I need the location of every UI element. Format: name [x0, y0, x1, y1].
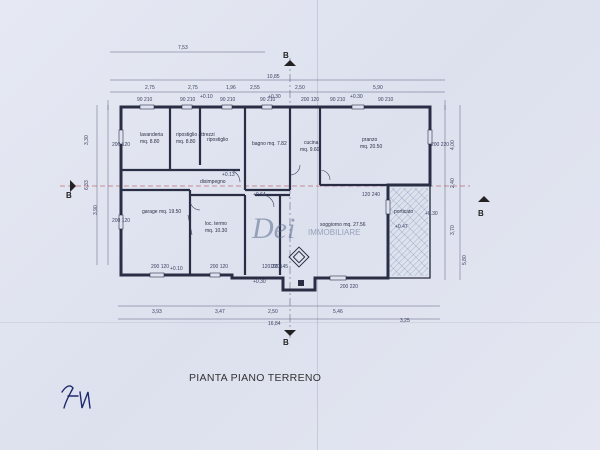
- opening-12: 120 220: [262, 264, 280, 270]
- dim-top-overall-left: 7,53: [178, 45, 188, 51]
- level-5: +0.64: [253, 192, 266, 198]
- opening-4: 90 210: [220, 97, 236, 103]
- dim-left-2: 6,33: [84, 180, 90, 190]
- opening-9: 200 220: [431, 142, 449, 148]
- section-mark-top: B: [283, 51, 289, 60]
- level-7: +0.30: [425, 211, 438, 217]
- level-8: +0.10: [170, 266, 183, 272]
- opening-8: 200 120: [112, 218, 130, 224]
- dim-right-1: 4,00: [450, 140, 456, 150]
- section-arrow-left: [70, 180, 76, 192]
- section-mark-bottom: B: [283, 338, 289, 347]
- dim-top-2: 2,75: [188, 85, 198, 91]
- opening-2: 90 210: [137, 97, 153, 103]
- opening-7: 90 210: [378, 97, 394, 103]
- dim-top-1: 2,75: [145, 85, 155, 91]
- opening-14: 200 120: [301, 97, 319, 103]
- dim-top-5: 2,50: [295, 85, 305, 91]
- dim-left-3: 3,90: [93, 205, 99, 215]
- opening-11: 200 120: [210, 264, 228, 270]
- dim-right-2: 2,40: [450, 178, 456, 188]
- room-label-ripostiglio: ripostiglio: [207, 137, 228, 143]
- room-label-pranzo: pranzo: [362, 137, 378, 143]
- opening-3: 90 210: [180, 97, 196, 103]
- interior-walls: [121, 107, 388, 275]
- signature: [61, 385, 91, 409]
- opening-13: 200 220: [340, 284, 358, 290]
- room-label-disimpegno: disimpegno: [200, 179, 226, 185]
- dim-bottom-2: 3,47: [215, 309, 225, 315]
- section-arrow-top: [284, 60, 296, 66]
- dim-top-6: 5,90: [373, 85, 383, 91]
- opening-1: 200 120: [112, 142, 130, 148]
- porch-hatch-cross: [390, 188, 428, 276]
- section-mark-right: B: [478, 209, 484, 218]
- watermark-subtitle: IMMOBILIARE: [308, 228, 360, 237]
- level-6: +0.47: [395, 224, 408, 230]
- level-4: +0.13: [222, 172, 235, 178]
- room-label-bagno: bagno mq. 7.82: [252, 141, 287, 147]
- section-mark-left: B: [66, 191, 72, 200]
- opening-6: 90 210: [330, 97, 346, 103]
- level-9: +0.30: [253, 279, 266, 285]
- level-1: +0.10: [200, 94, 213, 100]
- room-label-ripostiglio-attrezzi: ripostiglio attrezzi: [176, 132, 215, 138]
- section-arrow-bottom: [284, 330, 296, 336]
- section-line: [60, 58, 490, 340]
- opening-15: 100 145: [270, 264, 288, 270]
- watermark-logo: Dei IMMOBILIARE: [251, 212, 360, 245]
- level-3: +0.30: [350, 94, 363, 100]
- dim-bottom-3: 2,50: [268, 309, 278, 315]
- dimension-lines: [96, 51, 461, 320]
- paper-fold-vertical: [317, 0, 318, 450]
- opening-5: 90 210: [260, 97, 276, 103]
- room-area-lavanderia: mq. 8.80: [140, 139, 160, 145]
- dim-top-overall: 10,85: [267, 74, 280, 80]
- dim-bottom-1: 3,93: [152, 309, 162, 315]
- room-label-lavanderia: lavanderia: [140, 132, 163, 138]
- drawing-title: PIANTA PIANO TERRENO: [189, 372, 322, 384]
- room-label-loc-termo: loc. termo: [205, 221, 227, 227]
- dim-top-3: 1,96: [226, 85, 236, 91]
- paper-fold-horizontal: [0, 322, 600, 323]
- level-2: +0.30: [268, 94, 281, 100]
- fireplace: [288, 246, 310, 268]
- room-area-cucina: mq. 9.60: [300, 147, 320, 153]
- opening-16: 120 240: [362, 192, 380, 198]
- dim-bottom-5: 3,25: [400, 318, 410, 324]
- dim-bottom-overall: 16,84: [268, 321, 281, 327]
- room-area-ripostiglio-attrezzi: mq. 8.80: [176, 139, 196, 145]
- dim-top-4: 2,55: [250, 85, 260, 91]
- dim-left-1: 3,30: [84, 135, 90, 145]
- room-label-soggiorno: soggiorno mq. 27.56: [320, 222, 366, 228]
- porch-outline: [388, 184, 431, 279]
- room-area-pranzo: mq. 20.50: [360, 144, 382, 150]
- door-swings: [189, 164, 331, 211]
- watermark-brand: Dei: [251, 212, 295, 245]
- room-label-porticato: porticato: [394, 209, 413, 215]
- column: [298, 280, 304, 286]
- section-arrow-right: [478, 196, 490, 202]
- dim-right-3: 5,80: [462, 255, 468, 265]
- room-label-garage: garage mq. 19.50: [142, 209, 181, 215]
- room-area-loc-termo: mq. 10.30: [205, 228, 227, 234]
- dim-bottom-4: 5,46: [333, 309, 343, 315]
- windows: [118, 104, 433, 281]
- dim-right-4: 3,70: [450, 225, 456, 235]
- opening-10: 200 120: [151, 264, 169, 270]
- room-label-cucina: cucina: [304, 140, 319, 146]
